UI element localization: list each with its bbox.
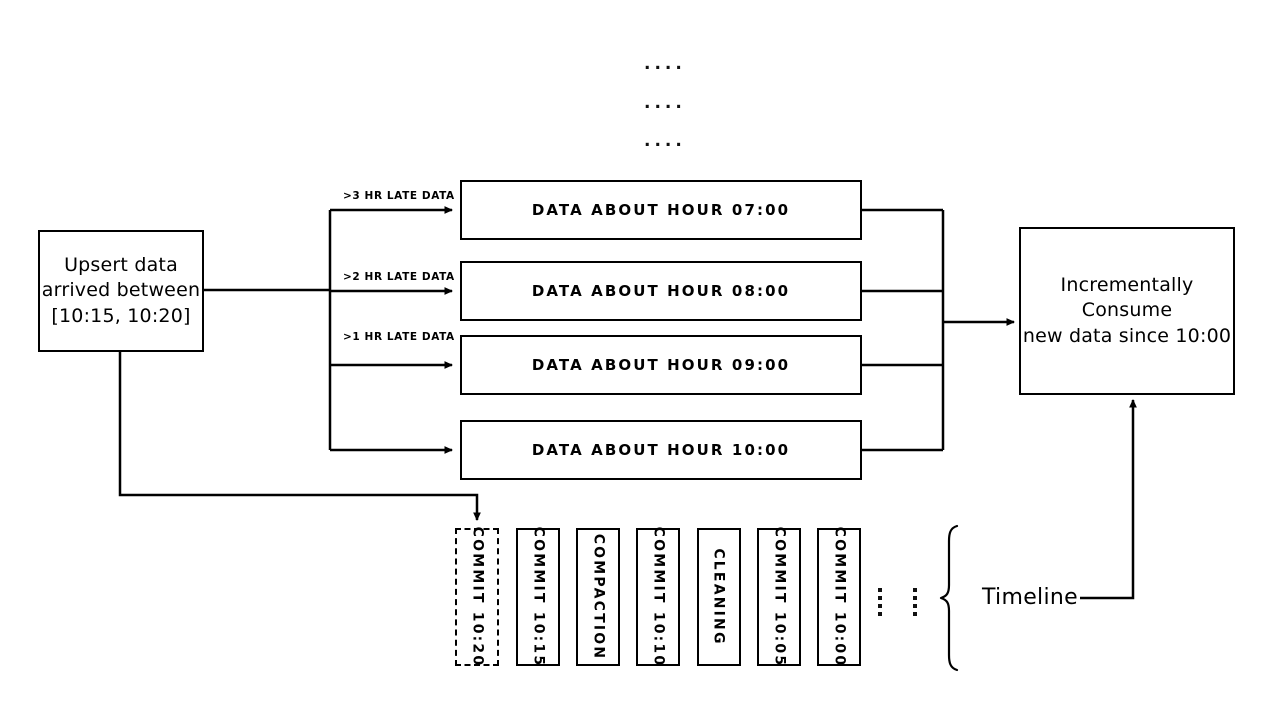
commit-box-10-05[interactable]: COMMIT 10:05 [757, 526, 801, 668]
ellipsis-row-2: .... [644, 93, 686, 113]
partition-box-hour-08[interactable]: DATA ABOUT HOUR 08:00 [460, 261, 862, 321]
sink-box-text: Incrementally Consume new data since 10:… [1021, 273, 1233, 348]
ellipsis-row-1: .... [644, 54, 686, 74]
edge-timeline-to-sink [1080, 398, 1137, 600]
edge-label-3hr: >3 HR LATE DATA [343, 190, 455, 202]
source-line-1: Upsert data [64, 254, 178, 277]
sink-line-1: Incrementally Consume [1060, 274, 1194, 322]
timeline-brace [939, 524, 959, 672]
partition-box-hour-10[interactable]: DATA ABOUT HOUR 10:00 [460, 420, 862, 480]
commit-box-10-20[interactable]: COMMIT 10:20 [455, 526, 499, 668]
partition-label-hour-07: DATA ABOUT HOUR 07:00 [531, 201, 791, 219]
partition-label-hour-08: DATA ABOUT HOUR 08:00 [531, 282, 791, 300]
sink-box[interactable]: Incrementally Consume new data since 10:… [1019, 227, 1235, 395]
edge-label-1hr: >1 HR LATE DATA [343, 331, 455, 343]
commit-box-compaction[interactable]: COMPACTION [576, 528, 620, 666]
edge-source-to-commit [118, 352, 481, 522]
commit-label-10-05: COMMIT 10:05 [771, 526, 788, 668]
commit-label-10-00: COMMIT 10:00 [831, 526, 848, 668]
sink-line-2: new data since 10:00 [1022, 324, 1232, 347]
commit-box-10-15[interactable]: COMMIT 10:15 [516, 526, 560, 668]
commit-label-10-15: COMMIT 10:15 [530, 526, 547, 668]
timeline-vdots-left [878, 588, 882, 616]
timeline-vdots-right [913, 588, 917, 616]
source-box[interactable]: Upsert data arrived between [10:15, 10:2… [38, 230, 204, 352]
commit-box-10-00[interactable]: COMMIT 10:00 [817, 526, 861, 668]
commit-box-cleaning[interactable]: CLEANING [697, 528, 741, 666]
source-line-3: [10:15, 10:20] [51, 304, 191, 327]
ellipsis-row-3: .... [644, 131, 686, 151]
commit-label-10-10: COMMIT 10:10 [650, 526, 667, 668]
partition-label-hour-09: DATA ABOUT HOUR 09:00 [531, 356, 791, 374]
partition-box-hour-09[interactable]: DATA ABOUT HOUR 09:00 [460, 335, 862, 395]
commit-label-cleaning: CLEANING [711, 548, 728, 646]
commit-label-10-20: COMMIT 10:20 [469, 526, 486, 668]
commit-label-compaction: COMPACTION [590, 533, 607, 661]
source-line-2: arrived between [41, 279, 201, 302]
timeline-caption: Timeline [982, 585, 1078, 610]
partition-label-hour-10: DATA ABOUT HOUR 10:00 [531, 441, 791, 459]
commit-box-10-10[interactable]: COMMIT 10:10 [636, 526, 680, 668]
edge-label-2hr: >2 HR LATE DATA [343, 271, 455, 283]
source-box-text: Upsert data arrived between [10:15, 10:2… [42, 253, 200, 328]
partition-box-hour-07[interactable]: DATA ABOUT HOUR 07:00 [460, 180, 862, 240]
